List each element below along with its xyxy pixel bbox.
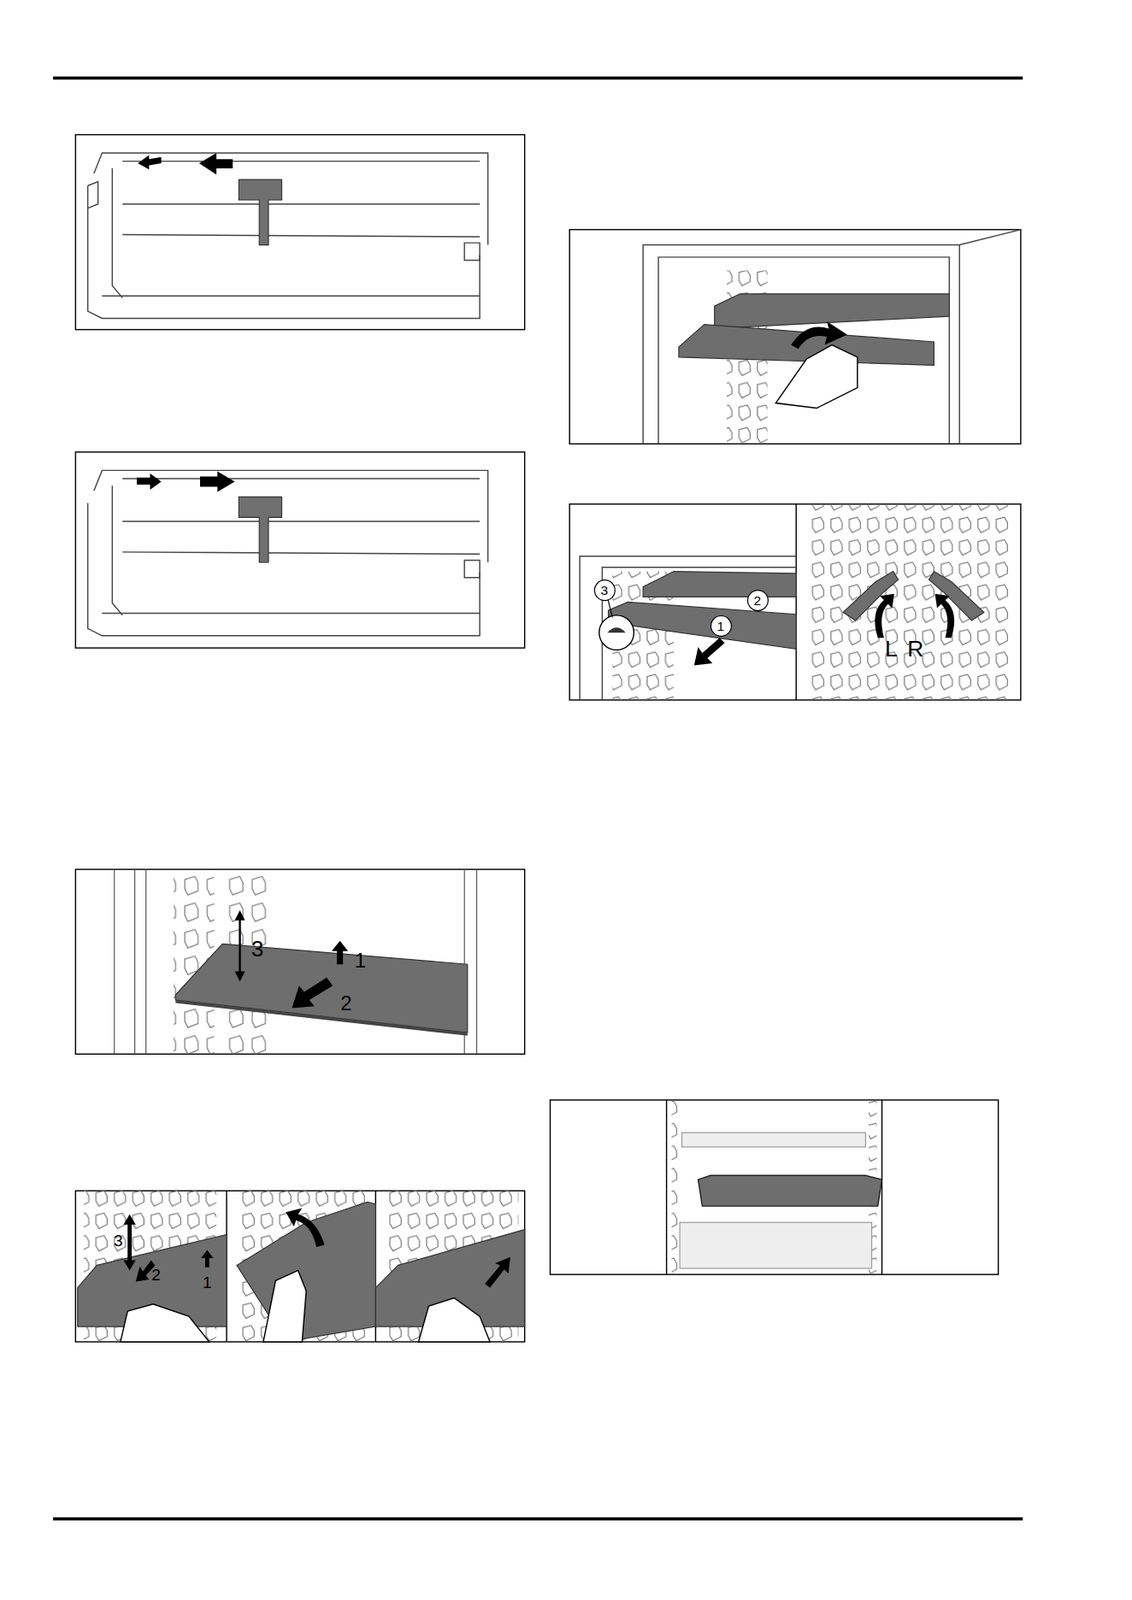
callout-circle: 2: [746, 589, 768, 611]
callout-number: 3: [251, 937, 265, 961]
callout-number: 2: [340, 993, 352, 1015]
callout-number: 2: [754, 593, 762, 608]
callout-number: R: [907, 637, 924, 661]
callout-number: 1: [354, 949, 366, 971]
callout-number: 2: [151, 1267, 161, 1285]
callout-circle: 1: [709, 614, 732, 637]
callout-number: 3: [113, 1232, 124, 1250]
callout-number: 3: [600, 583, 608, 597]
callout-number: 1: [202, 1274, 213, 1292]
callout-number: L: [884, 637, 898, 661]
callout-circle: 3: [593, 579, 615, 602]
callout-number: 1: [717, 619, 726, 633]
